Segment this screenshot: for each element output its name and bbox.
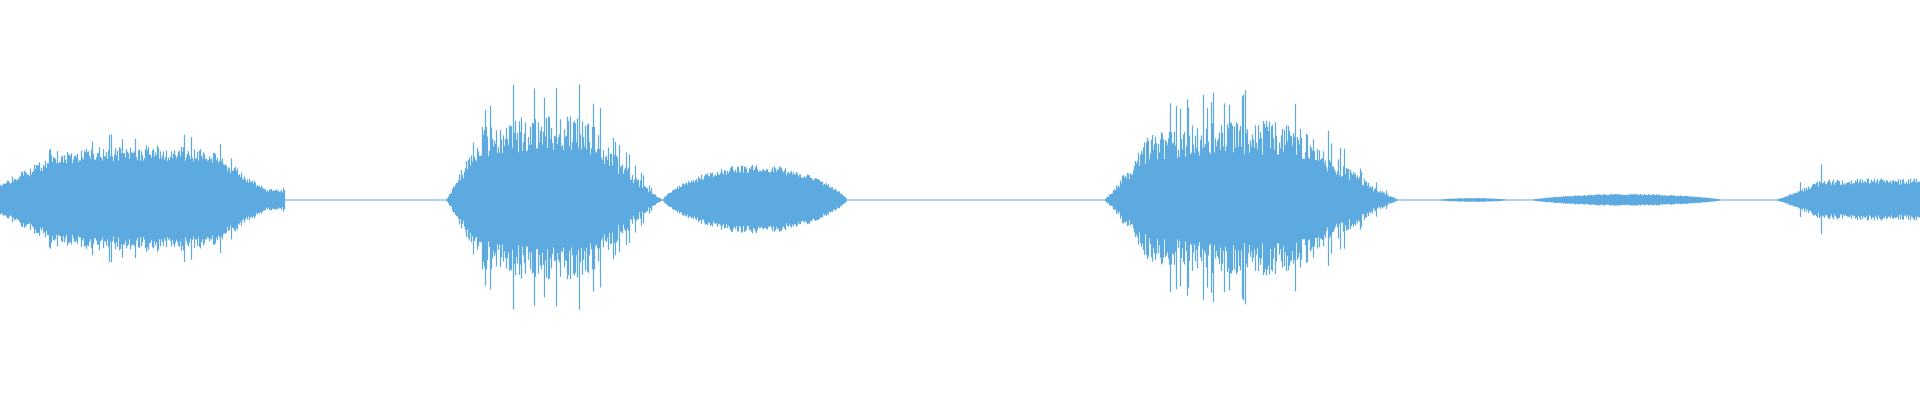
waveform-samples: [0, 84, 1920, 310]
waveform-path: [0, 84, 1920, 310]
